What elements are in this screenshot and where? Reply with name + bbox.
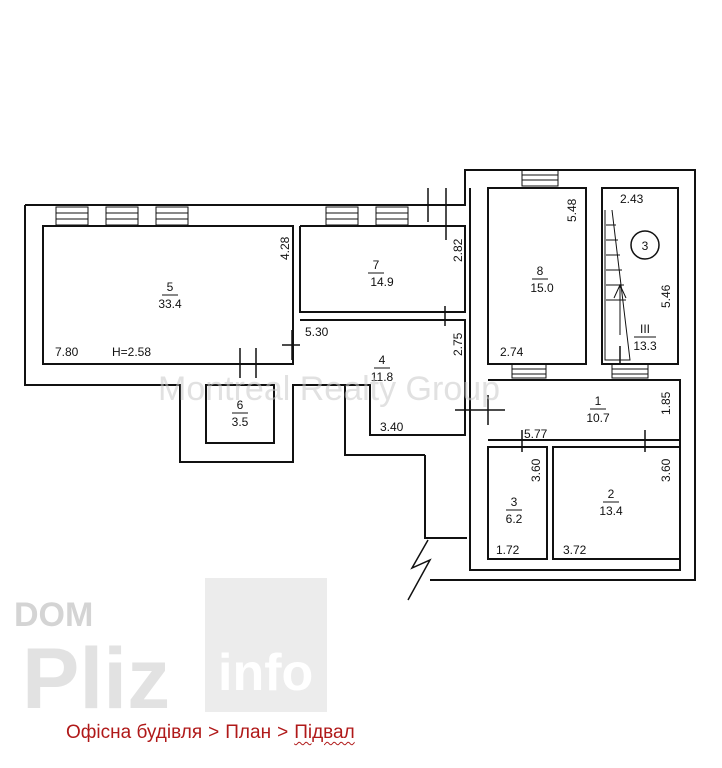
room-3-wall (487, 446, 548, 560)
dim-height: H=2.58 (112, 345, 151, 359)
breadcrumb-separator: > (277, 722, 289, 743)
window-6 (521, 169, 559, 187)
room-4-number: 4 (379, 353, 386, 367)
logo-block (205, 578, 327, 712)
room-7-wall (299, 225, 466, 313)
dim-3-60-left: 3.60 (529, 458, 543, 482)
dim-2-74: 2.74 (500, 345, 524, 359)
room-4-wall (300, 319, 466, 436)
room-2-wall (552, 446, 681, 560)
outer-wall-bottom-mid (424, 455, 467, 539)
room-8-number: 8 (537, 264, 544, 278)
dompliz-logo: DOM Pliz info (14, 578, 327, 727)
room-6-number: 6 (237, 398, 244, 412)
room-5-wall (42, 225, 294, 365)
dim-1-72: 1.72 (496, 543, 520, 557)
room-1-number: 1 (595, 394, 602, 408)
corridor-wall (469, 188, 681, 571)
room-2-area: 13.4 (599, 504, 623, 518)
dim-3-72: 3.72 (563, 543, 587, 557)
room-III-number: III (640, 322, 650, 336)
dim-2-43: 2.43 (620, 192, 644, 206)
logo-pliz-text: Pliz (22, 631, 170, 727)
window-7 (611, 363, 649, 379)
room-7-area: 14.9 (370, 275, 394, 289)
logo-dom-text: DOM (14, 596, 93, 634)
stair-badge-text: 3 (642, 239, 649, 253)
window-2 (105, 206, 139, 226)
room-III-wall (601, 187, 679, 365)
room-3-area: 6.2 (506, 512, 523, 526)
breadcrumb: Офісна будівля>План>Підвал (66, 722, 355, 744)
dim-3-60-right: 3.60 (659, 458, 673, 482)
dim-5-77: 5.77 (524, 427, 548, 441)
dim-1-85: 1.85 (659, 391, 673, 415)
window-3 (155, 206, 189, 226)
room-5-number: 5 (167, 280, 174, 294)
outer-wall-left (24, 205, 425, 463)
door-marks (239, 188, 646, 452)
room-III-area: 13.3 (633, 339, 657, 353)
room-1-area: 10.7 (586, 411, 610, 425)
room-2-number: 2 (608, 487, 615, 501)
room-6-area: 3.5 (232, 415, 249, 429)
window-1 (55, 206, 89, 226)
break-line (407, 539, 432, 601)
dim-4-28: 4.28 (278, 236, 292, 260)
breadcrumb-item-building[interactable]: Офісна будівля (66, 722, 203, 743)
watermark-text: Montreal Realty Group (158, 370, 500, 408)
windows (55, 169, 649, 379)
outer-wall-top-right (25, 169, 696, 581)
window-4 (325, 206, 359, 226)
room-labels: 5 33.4 7 14.9 8 15.0 III 13.3 4 11.8 6 3… (158, 258, 657, 526)
room-6-wall (205, 384, 275, 444)
room-7-number: 7 (373, 258, 380, 272)
room-5-area: 33.4 (158, 297, 182, 311)
dim-7-80: 7.80 (55, 345, 79, 359)
logo-info-text: info (218, 644, 313, 702)
breadcrumb-separator: > (208, 722, 220, 743)
dim-5-46: 5.46 (659, 284, 673, 308)
window-8 (511, 363, 547, 379)
walls (24, 169, 696, 581)
window-5 (375, 206, 409, 226)
breadcrumb-item-plan[interactable]: План (225, 722, 272, 743)
dim-2-75: 2.75 (451, 332, 465, 356)
dim-5-48: 5.48 (565, 198, 579, 222)
dim-2-82: 2.82 (451, 238, 465, 262)
room-3-number: 3 (511, 495, 518, 509)
stair-badge-circle (630, 230, 660, 260)
room-4-area: 11.8 (371, 370, 394, 384)
dimensions: 7.80 H=2.58 4.28 5.30 2.82 2.75 5.48 2.7… (55, 192, 673, 557)
dim-5-30: 5.30 (305, 325, 329, 339)
dim-3-40: 3.40 (380, 420, 404, 434)
room-8-area: 15.0 (530, 281, 554, 295)
breadcrumb-item-basement: Підвал (294, 722, 355, 743)
staircase (604, 209, 631, 361)
